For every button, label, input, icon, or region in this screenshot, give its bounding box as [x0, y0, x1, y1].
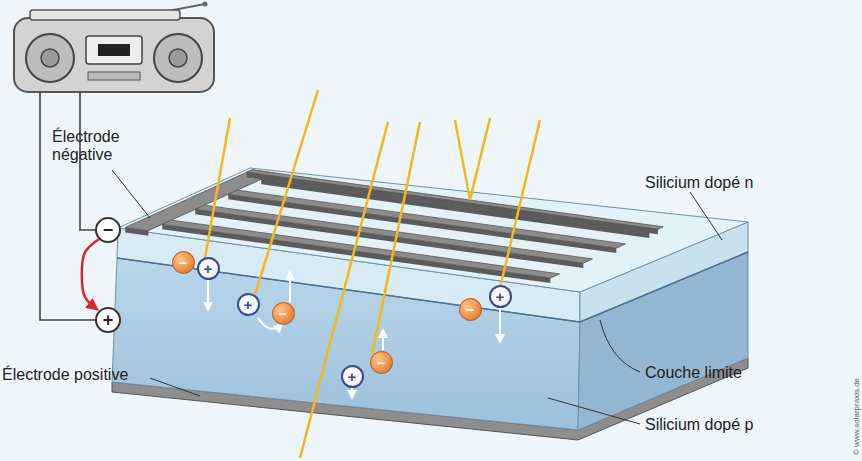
part-label: Électrode négative: [52, 128, 152, 164]
terminal-sign: +: [103, 311, 114, 329]
electron: −: [172, 251, 195, 274]
leader-line: [112, 170, 722, 424]
solar-cell-block: [112, 168, 748, 440]
electrode-finger: [247, 172, 658, 234]
charge-sign: −: [279, 306, 288, 321]
charge-sign: +: [496, 289, 505, 304]
part-label: Silicium dopé p: [645, 416, 754, 434]
electron: −: [272, 302, 295, 325]
light-ray: [205, 90, 540, 458]
electrode-finger: [247, 170, 663, 229]
charge-sign: +: [244, 297, 253, 312]
hole: +: [489, 285, 512, 308]
charge-sign: −: [466, 302, 475, 317]
charge-sign: −: [377, 355, 386, 370]
electron: −: [459, 298, 482, 321]
electron: −: [370, 351, 393, 374]
electrode-finger: [261, 179, 649, 238]
terminal-circle: −: [95, 217, 121, 243]
charge-sign: −: [179, 255, 188, 270]
watermark: © www.solarpraxis.de: [852, 378, 861, 455]
part-label: Électrode positive: [2, 366, 128, 384]
hole: +: [197, 257, 220, 280]
radio: [14, 2, 214, 93]
charge-sign: +: [204, 261, 213, 276]
charge-sign: +: [348, 369, 357, 384]
charge-motion-arrow: [208, 272, 500, 398]
hole: +: [237, 293, 260, 316]
part-label: Couche limite: [645, 364, 742, 382]
current-arrow: [82, 239, 99, 310]
terminal-circle: +: [95, 307, 121, 333]
part-label: Silicium dopé n: [645, 174, 754, 192]
terminal-sign: −: [103, 221, 114, 239]
hole: +: [341, 365, 364, 388]
